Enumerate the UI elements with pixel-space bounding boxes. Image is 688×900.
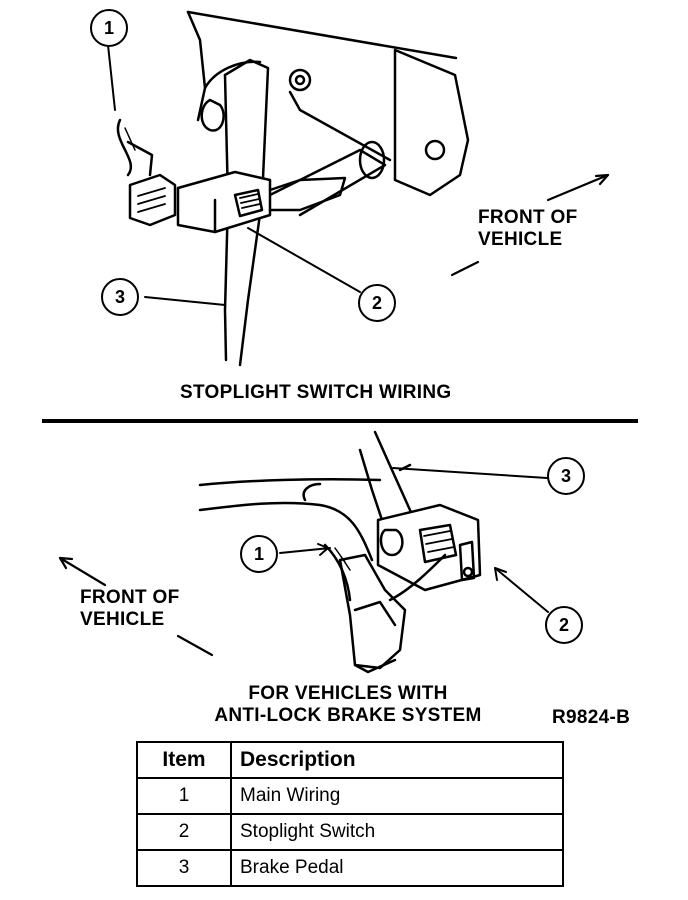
front-label-line1: FRONT OF <box>80 587 180 608</box>
legend-item-number: 2 <box>136 813 232 851</box>
figure-code: R9824-B <box>552 707 631 728</box>
legend-item-description: Brake Pedal <box>230 849 564 887</box>
callout-2-top: 2 <box>358 284 396 322</box>
callout-number: 1 <box>103 17 114 38</box>
bottom-view-drawing <box>58 430 549 674</box>
front-label-line2: VEHICLE <box>478 229 563 250</box>
legend-item-number: 3 <box>136 849 232 887</box>
front-of-vehicle-label-top: FRONT OF VEHICLE <box>478 207 578 251</box>
stoplight-switch-illustration <box>58 10 610 674</box>
front-label-line1: FRONT OF <box>478 207 578 228</box>
callout-3-bottom: 3 <box>547 457 585 495</box>
top-view-title: STOPLIGHT SWITCH WIRING <box>180 382 452 403</box>
callout-1-top: 1 <box>90 9 128 47</box>
legend-header-item: Item <box>136 741 232 779</box>
callout-number: 3 <box>114 286 125 307</box>
legend-header-description: Description <box>230 741 564 779</box>
legend-item-description: Stoplight Switch <box>230 813 564 851</box>
legend-header-row: Item Description <box>136 741 564 779</box>
callout-3-top: 3 <box>101 278 139 316</box>
callout-number: 1 <box>253 543 264 564</box>
front-of-vehicle-label-bottom: FRONT OF VEHICLE <box>80 587 180 631</box>
bottom-view-title: FOR VEHICLES WITH ANTI-LOCK BRAKE SYSTEM <box>195 683 501 727</box>
callout-number: 2 <box>558 614 569 635</box>
callout-number: 3 <box>560 465 571 486</box>
callout-1-bottom: 1 <box>240 535 278 573</box>
legend-table: Item Description 1 Main Wiring 2 Stoplig… <box>136 741 564 887</box>
table-row: 3 Brake Pedal <box>136 849 564 887</box>
bottom-title-line2: ANTI-LOCK BRAKE SYSTEM <box>214 705 482 726</box>
bottom-title-line1: FOR VEHICLES WITH <box>248 683 448 704</box>
top-view-drawing <box>107 10 610 367</box>
section-divider <box>42 419 638 423</box>
callout-number: 2 <box>371 292 382 313</box>
front-label-line2: VEHICLE <box>80 609 165 630</box>
callout-2-bottom: 2 <box>545 606 583 644</box>
legend-item-number: 1 <box>136 777 232 815</box>
table-row: 2 Stoplight Switch <box>136 813 564 851</box>
table-row: 1 Main Wiring <box>136 777 564 815</box>
legend-item-description: Main Wiring <box>230 777 564 815</box>
